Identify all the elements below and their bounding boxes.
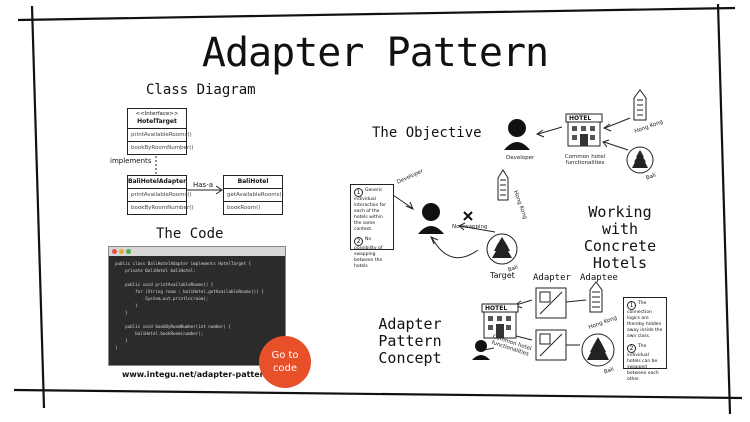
target-stereotype: <<Interface>> [135, 111, 179, 117]
hotel-icon [565, 113, 603, 147]
code-line: System.out.println(room); [115, 296, 209, 301]
objective-heading: The Objective [372, 125, 482, 141]
target-method: bookByRoomNumber() [131, 145, 194, 151]
adapter-icon [535, 287, 567, 319]
target-method: printAvailableRooms() [128, 129, 192, 142]
class-diagram-heading: Class Diagram [146, 82, 256, 98]
target-label: Target [490, 271, 515, 280]
temple-icon [581, 333, 615, 367]
skyscraper-icon [497, 169, 509, 201]
adapter-icon [535, 329, 567, 361]
developer-icon [472, 340, 490, 360]
adaptee-class-box: BaliHotel getAvailableRooms() bookRoom() [223, 175, 284, 215]
code-text: public class BaliHotelAdapter implements… [109, 256, 285, 355]
adaptee-method: getAvailableRooms() [224, 189, 284, 202]
code-line [115, 274, 279, 281]
adapter-name: BaliHotelAdapter [128, 178, 187, 185]
note-text: No possibility of swapping between the h… [354, 237, 383, 269]
code-line: } [115, 345, 118, 350]
hotel-target-box: <<Interface>>HotelTarget printAvailableR… [127, 108, 194, 155]
page-title: Adapter Pattern [201, 30, 549, 76]
hotel-sign: HOTEL [569, 115, 592, 122]
code-url-link[interactable]: www.integu.net/adapter-pattern [122, 370, 270, 379]
code-line: public void bookByRoomNumber(int number)… [115, 324, 231, 329]
implements-label: implements [110, 157, 152, 165]
concept-heading: Adapter Pattern Concept [378, 315, 442, 367]
has-a-label: Has-a [193, 181, 214, 189]
code-line [115, 316, 279, 323]
code-line: public class BaliHotelAdapter implements… [115, 261, 252, 266]
note-number-icon: 2 [627, 344, 636, 353]
code-line: private BaliHotel baliHotel; [115, 268, 196, 273]
target-name: HotelTarget [137, 118, 177, 125]
developer-icon [504, 119, 530, 150]
code-line: } [115, 338, 128, 343]
note-text: The individual hotels can be swapped bet… [627, 344, 659, 382]
code-heading: The Code [156, 226, 224, 242]
no-swapping-label: No swapping [452, 224, 488, 230]
common-functionalities-label: Common hotel functionalities [564, 154, 606, 166]
skyscraper-icon [633, 89, 647, 121]
close-dot-icon [112, 249, 117, 254]
note-number-icon: 1 [354, 188, 363, 197]
adaptee-method: bookRoom() [227, 205, 261, 211]
note-text: Generic individual interaction for each … [354, 188, 386, 232]
skyscraper-icon [589, 281, 603, 313]
hotel-icon [481, 303, 519, 339]
hotel-sign: HOTEL [485, 305, 508, 312]
note-number-icon: 1 [627, 301, 636, 310]
code-screenshot: public class BaliHotelAdapter implements… [108, 246, 286, 366]
minimize-dot-icon [119, 249, 124, 254]
temple-icon [486, 233, 518, 265]
note-number-icon: 2 [354, 237, 363, 246]
note-text: The connection logics are thereby hidden… [627, 301, 663, 339]
developer-icon [418, 203, 444, 234]
adapter-class-box: BaliHotelAdapter printAvailableRooms() b… [127, 175, 194, 215]
code-line: for (String room : baliHotel.getAvailabl… [115, 289, 264, 294]
code-line: } [115, 303, 138, 308]
code-line: public void printAvailableRooms() { [115, 282, 214, 287]
maximize-dot-icon [126, 249, 131, 254]
code-line: baliHotel.bookRoom(number); [115, 331, 204, 336]
adapter-method: bookByRoomNumber() [131, 205, 194, 211]
adaptee-name: BaliHotel [237, 178, 269, 185]
developer-label: Developer [506, 155, 535, 161]
code-line: } [115, 310, 128, 315]
adapter-method: printAvailableRooms() [128, 189, 192, 202]
temple-icon [626, 146, 654, 174]
working-heading: Working with Concrete Hotels [583, 203, 657, 272]
adapter-label: Adapter [533, 273, 571, 283]
window-titlebar [109, 247, 285, 256]
adaptee-label: Adaptee [580, 273, 618, 283]
go-to-code-button[interactable]: Go to code [259, 336, 311, 388]
